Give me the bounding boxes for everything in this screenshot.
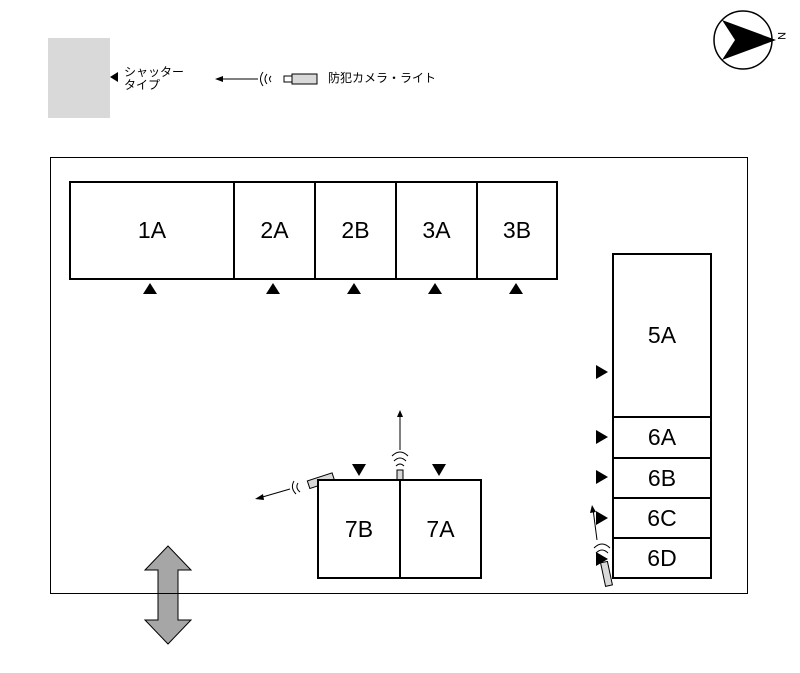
shutter-marker-2B	[347, 283, 361, 294]
unit-3A-label: 3A	[422, 217, 451, 243]
shutter-type-label: シャッター タイプ	[124, 66, 184, 92]
north-compass-icon	[713, 10, 776, 70]
unit-6A-label: 6A	[647, 424, 677, 450]
unit-7B-label: 7B	[344, 515, 374, 542]
shutter-marker-7A	[432, 464, 446, 476]
unit-2A[interactable]: 2A	[233, 181, 316, 280]
shutter-marker-6B	[596, 470, 608, 484]
unit-7B[interactable]: 7B	[317, 479, 401, 579]
shutter-marker-icon	[110, 72, 118, 82]
shutter-marker-6A	[596, 430, 608, 444]
shutter-type-label-line2: タイプ	[124, 78, 161, 92]
unit-6B-label: 6B	[647, 464, 677, 491]
shutter-type-swatch	[48, 38, 110, 118]
unit-7A-label: 7A	[426, 515, 455, 542]
unit-3B[interactable]: 3B	[476, 181, 558, 280]
shutter-marker-6C	[596, 511, 608, 525]
unit-1A[interactable]: 1A	[69, 181, 235, 280]
shutter-marker-7B	[352, 464, 366, 476]
unit-6D-label: 6D	[647, 544, 677, 571]
unit-2A-label: 2A	[260, 217, 289, 243]
camera-6D-icon	[590, 505, 614, 587]
shutter-markers-right-column	[596, 365, 608, 566]
entrance-double-arrow-icon	[143, 545, 193, 645]
compass-north-letter: N	[774, 32, 787, 40]
shutter-marker-2A	[266, 283, 280, 294]
unit-2B-label: 2B	[341, 217, 370, 243]
shutter-marker-3A	[428, 283, 442, 294]
shutter-marker-1A	[143, 283, 157, 294]
unit-6B[interactable]: 6B	[612, 457, 712, 499]
shutter-markers-7-block	[352, 464, 446, 476]
unit-6A[interactable]: 6A	[612, 416, 712, 459]
unit-6C-label: 6C	[647, 504, 677, 531]
shutter-marker-5A	[596, 365, 608, 379]
shutter-type-label-line1: シャッター	[124, 65, 185, 79]
unit-2B[interactable]: 2B	[314, 181, 397, 280]
unit-3B-label: 3B	[502, 217, 532, 243]
shutter-markers-top-row	[143, 283, 523, 294]
unit-1A-label: 1A	[137, 217, 167, 243]
unit-3A[interactable]: 3A	[395, 181, 478, 280]
unit-7A[interactable]: 7A	[399, 479, 482, 579]
legend-camera-icon	[215, 71, 318, 87]
unit-5A-label: 5A	[647, 322, 677, 348]
unit-6C[interactable]: 6C	[612, 497, 712, 539]
unit-5A[interactable]: 5A	[612, 253, 712, 418]
security-camera-light-label: 防犯カメラ・ライト	[328, 71, 437, 85]
shutter-marker-3B	[509, 283, 523, 294]
lot-boundary	[50, 157, 748, 594]
shutter-marker-6D	[596, 552, 608, 566]
unit-6D[interactable]: 6D	[612, 537, 712, 579]
